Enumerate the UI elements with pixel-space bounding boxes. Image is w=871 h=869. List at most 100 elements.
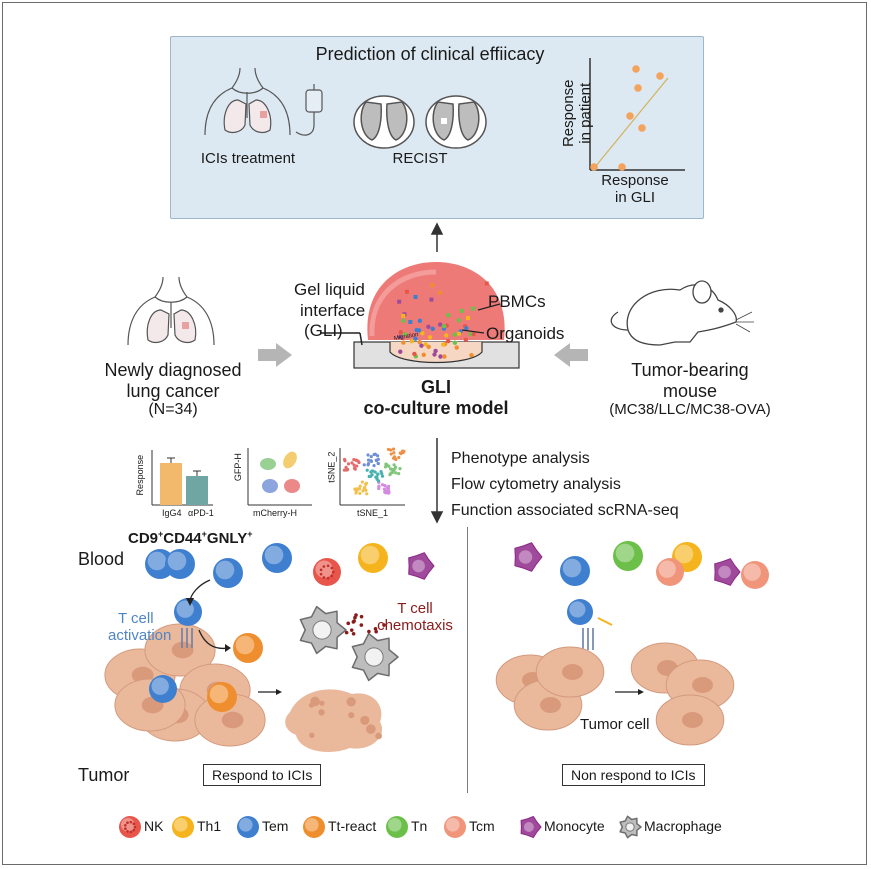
nk-cell-icon <box>313 558 341 586</box>
tsne-point <box>366 453 369 456</box>
scatter-point <box>638 124 646 132</box>
th1-cell-icon <box>358 543 388 573</box>
tsne-point <box>377 462 380 465</box>
gli-cell-dot <box>457 332 461 336</box>
legend-nk-icon <box>119 816 141 838</box>
tumor-cell-label: Tumor cell <box>580 716 649 733</box>
tem-cell-icon <box>149 675 177 703</box>
tsne-point <box>390 452 393 455</box>
gli-cell-dot <box>432 352 436 356</box>
scatter-point <box>634 84 642 92</box>
marker-label: CD9+CD44+GNLY+ <box>128 529 252 547</box>
scatter-axes <box>590 58 685 170</box>
chemokine-dot <box>350 628 354 632</box>
label-recist: RECIST <box>370 150 470 167</box>
label-icis-treatment: ICIs treatment <box>188 150 308 167</box>
scatter-points <box>590 65 664 171</box>
gli-pbmc-dot <box>460 309 464 313</box>
tsne-point <box>370 460 373 463</box>
organoids-label: Organoids <box>486 324 564 344</box>
tsne-point <box>375 459 378 462</box>
respond-box: Respond to ICIs <box>203 764 321 786</box>
mini-flow-plot <box>248 448 312 505</box>
monocyte-cell-icon <box>409 553 434 580</box>
tem-cell-icon <box>262 543 292 573</box>
gli-label: Gel liquid interface (GLI) <box>294 280 365 342</box>
gli-cell-dot <box>453 332 457 336</box>
gli-cell-dot <box>428 335 432 339</box>
model-title: GLI co-culture model <box>336 377 536 418</box>
gli-cell-dot <box>471 332 475 336</box>
gli-pbmc-dot <box>405 290 409 294</box>
tsne-point <box>365 492 368 495</box>
gli-cell-dot <box>442 324 446 328</box>
chemotaxis-label: T cell chemotaxis <box>360 600 470 635</box>
tsne-point <box>392 457 395 460</box>
bar-category: αPD-1 <box>188 508 214 518</box>
tsne-point <box>401 450 404 453</box>
tem-cell-icon <box>560 556 590 586</box>
mini-tsne-plot <box>340 448 406 505</box>
gli-cell-dot <box>438 354 442 358</box>
tsne-point <box>368 475 371 478</box>
tsne-point <box>372 464 375 467</box>
chemokine-dot <box>345 631 349 635</box>
tsne-point <box>381 475 384 478</box>
gli-cell-dot <box>412 352 416 356</box>
tsne-point <box>397 472 400 475</box>
analysis-item: Phenotype analysis <box>451 446 679 472</box>
tsne-point <box>392 448 395 451</box>
iv-drip-icon <box>296 84 322 135</box>
input-arrow-left <box>258 343 292 367</box>
legend-tem-icon <box>237 816 259 838</box>
legend-label: NK <box>144 818 163 834</box>
tsne-point <box>393 468 396 471</box>
gli-cell-dot <box>426 325 430 329</box>
tt_react-cell-icon <box>233 633 263 663</box>
tsne-point <box>390 468 393 471</box>
legend-label: Monocyte <box>544 818 605 834</box>
gli-cell-dot <box>398 350 402 354</box>
pbmcs-label: PBMCs <box>488 292 546 312</box>
tn-cell-icon <box>613 541 643 571</box>
scatter-point <box>632 65 640 73</box>
non-respond-box: Non respond to ICIs <box>562 764 705 786</box>
legend-label: Tt-react <box>328 818 376 834</box>
tsne-point <box>358 492 361 495</box>
legend-tcm-icon <box>444 816 466 838</box>
tsne-point <box>376 473 379 476</box>
flow-ylabel: GFP-H <box>233 453 243 481</box>
tsne-point <box>394 471 397 474</box>
tcm-cell-icon <box>656 558 684 586</box>
gli-cell-dot <box>422 353 426 357</box>
tsne-point <box>397 456 400 459</box>
chemokine-dot <box>352 619 356 623</box>
tsne-point <box>385 489 388 492</box>
scatter-ylabel: Responsein patient <box>560 58 595 168</box>
mouse-icon <box>611 281 754 345</box>
gli-cell-dot <box>438 322 442 326</box>
tsne-point <box>391 471 394 474</box>
gli-cell-dot <box>446 339 450 343</box>
tsne-point <box>392 451 395 454</box>
gli-pbmc-dot <box>466 316 470 320</box>
dying-tumor-icon <box>285 689 382 752</box>
tumor_cell-cell-icon <box>656 695 724 745</box>
monocyte-cell-icon <box>715 559 740 586</box>
tsne-point <box>357 487 360 490</box>
gli-pbmc-dot <box>485 281 489 285</box>
tsne-point <box>361 480 364 483</box>
gli-pbmc-dot <box>446 313 450 317</box>
legend-th1-icon <box>172 816 194 838</box>
gli-pbmc-dot <box>414 295 418 299</box>
respond-divider <box>467 527 468 793</box>
tsne-point <box>363 463 366 466</box>
tsne-point <box>379 470 382 473</box>
scatter-xlabel: Responsein GLI <box>580 172 690 207</box>
mouse-description: Tumor-bearing mouse (MC38/LLC/MC38-OVA) <box>590 360 790 419</box>
tsne-point <box>353 488 356 491</box>
input-arrow-right <box>554 343 588 367</box>
legend-label: Tcm <box>469 818 495 834</box>
tumor_cell-cell-icon <box>536 647 604 697</box>
